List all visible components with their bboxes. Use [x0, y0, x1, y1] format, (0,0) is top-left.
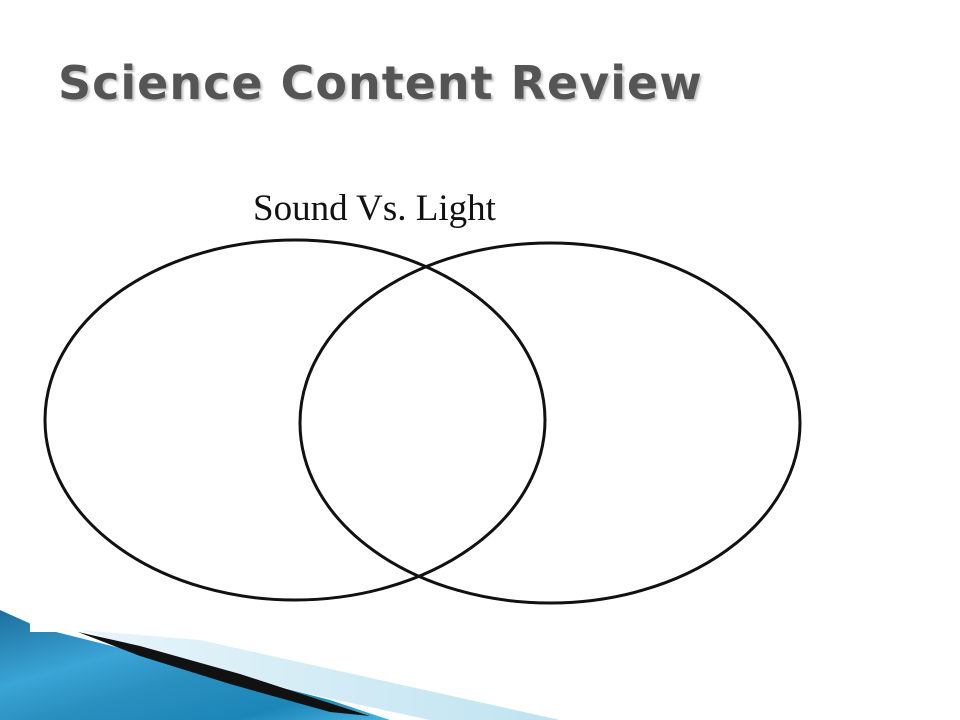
diagram-title: Sound Vs. Light [253, 188, 497, 229]
left-circle [43, 238, 547, 602]
white-notch [30, 611, 78, 632]
slide-title: Science Content Review [58, 56, 703, 110]
black-wedge [78, 632, 370, 716]
light-wedge [80, 630, 560, 720]
right-circle [298, 241, 802, 605]
